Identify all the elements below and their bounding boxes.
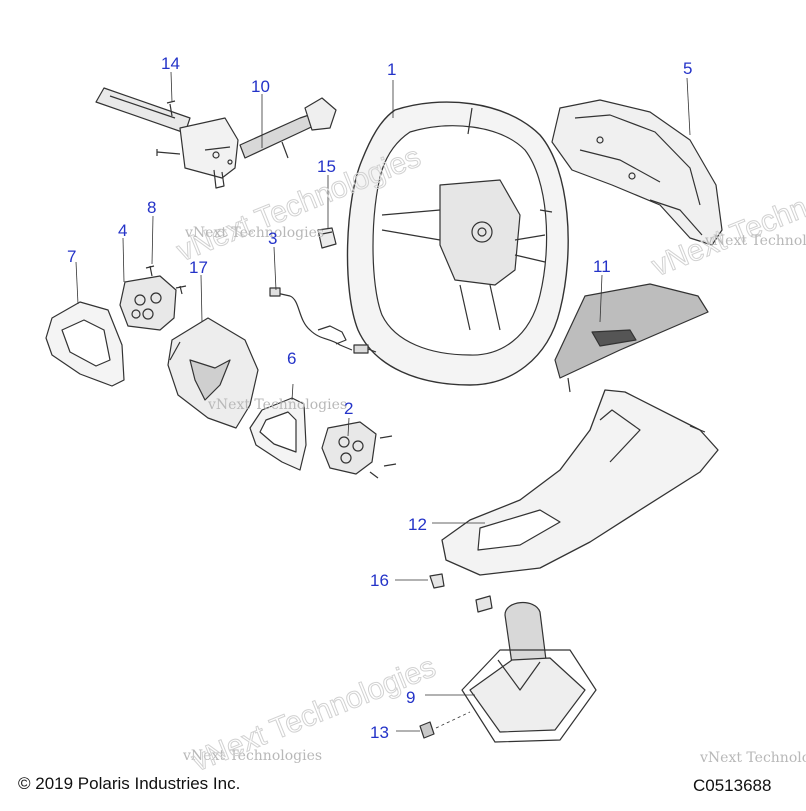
part-5-column-cover xyxy=(551,99,723,246)
watermark-text-4: vNext Technologies xyxy=(183,748,323,764)
part-8-screws xyxy=(145,265,187,295)
callout-1: 1 xyxy=(387,60,397,79)
callout-8: 8 xyxy=(147,198,157,217)
callout-17: 17 xyxy=(189,258,208,277)
callout-7: 7 xyxy=(67,247,77,266)
copyright-text: © 2019 Polaris Industries Inc. xyxy=(18,774,241,793)
callout-3: 3 xyxy=(268,229,278,248)
part-10-stalk-switch xyxy=(95,87,337,189)
part-7-bezel-left xyxy=(45,301,125,387)
part-1-steering-wheel xyxy=(346,101,569,386)
watermark-text-2: vNext Technologies xyxy=(705,233,806,249)
part-15-clip xyxy=(317,227,337,249)
part-11-mesh-panel xyxy=(554,283,709,393)
figure-code: C0513688 xyxy=(693,776,772,795)
leader-lines xyxy=(75,71,691,732)
part-6-bezel-right xyxy=(249,397,307,471)
watermark-text-3: vNext Technologies xyxy=(208,397,348,413)
part-9-shifter-boot xyxy=(461,602,597,743)
callout-6: 6 xyxy=(287,349,297,368)
part-16-clips xyxy=(429,573,493,613)
leader-dashed xyxy=(435,711,471,729)
part-12-console xyxy=(441,389,719,576)
watermark-text-1: vNext Technologies xyxy=(185,225,325,241)
part-14-screws xyxy=(156,100,181,156)
callout-12: 12 xyxy=(408,515,427,534)
callout-11: 11 xyxy=(593,257,611,276)
callout-5: 5 xyxy=(683,59,693,78)
part-17-airbag xyxy=(167,317,259,429)
callout-4: 4 xyxy=(118,221,128,240)
part-4-switch-left xyxy=(119,275,177,331)
callout-13: 13 xyxy=(370,723,389,742)
part-3-harness xyxy=(269,287,377,354)
part-13-nut xyxy=(419,721,435,739)
callout-14: 14 xyxy=(161,54,180,73)
part-2-switch-right xyxy=(321,421,397,479)
callout-10: 10 xyxy=(251,77,270,96)
callout-9: 9 xyxy=(406,688,416,707)
watermark-text-5: vNext Technologies xyxy=(700,750,806,766)
callout-2: 2 xyxy=(344,399,354,418)
callout-15: 15 xyxy=(317,157,336,176)
callout-16: 16 xyxy=(370,571,389,590)
